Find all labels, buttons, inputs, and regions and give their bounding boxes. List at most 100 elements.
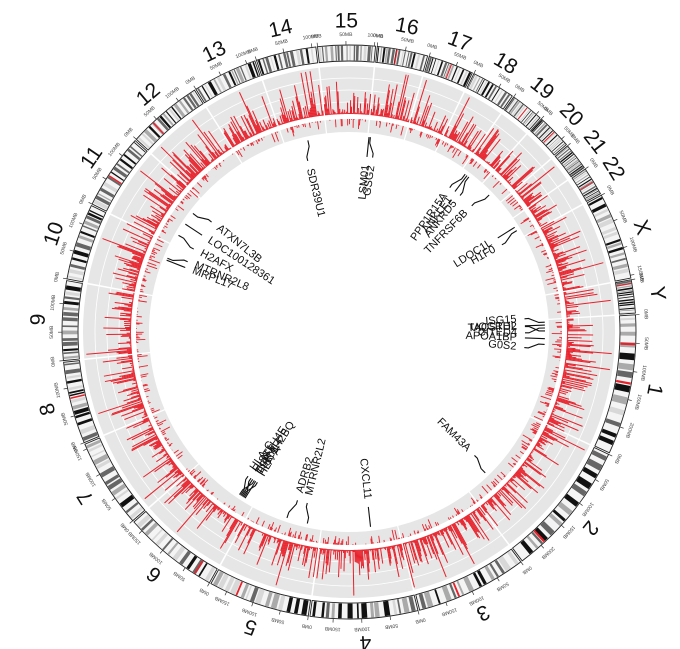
chr21-band-6 (564, 157, 577, 167)
chr5-tick-2 (251, 602, 254, 607)
chr11-tick-1 (102, 176, 107, 180)
chr2-inner-bar-13 (532, 431, 537, 435)
chr16-bar-28 (396, 115, 399, 120)
chr10-bar-7 (131, 283, 137, 286)
chr14-bar-10 (286, 117, 289, 123)
chr8-bar-13 (111, 403, 144, 416)
chrx-band-3 (596, 214, 612, 224)
chr9-bar-61 (116, 291, 135, 296)
chr18-bar-18 (459, 141, 462, 145)
chr5-grid-1 (232, 543, 315, 572)
chrx-bar-42 (556, 263, 563, 266)
chr11-bar-27 (159, 206, 168, 213)
chr4-inner-bar-22 (378, 535, 381, 543)
chr2-bar-92 (493, 494, 512, 516)
chr9-bar-2 (116, 350, 132, 354)
chr2-bar-85 (498, 490, 513, 506)
chr19-band-9 (521, 110, 532, 123)
chr10-inner-bar-26 (145, 268, 148, 270)
chr2-inner-bar-103 (479, 494, 483, 499)
chr18-band-8 (487, 85, 497, 100)
chr6-bar-4 (238, 520, 240, 522)
chrx-bar-56 (560, 276, 568, 279)
chr12-band-8 (165, 111, 177, 124)
chr5-inner-track-bg (246, 507, 321, 543)
chr1-bar-105 (549, 416, 555, 420)
chr4-band-0 (408, 596, 416, 612)
chr11-band-6 (110, 171, 124, 181)
chr7-bar-33 (159, 449, 166, 455)
chrx-bar-6 (543, 230, 549, 235)
chr16-band-10 (405, 51, 410, 67)
chr10-bar-27 (118, 258, 142, 267)
chr15-bar-43 (366, 103, 369, 115)
chr21-tick-label-0: 0MB (569, 134, 581, 146)
chr18-tick-0 (473, 69, 476, 74)
chr6-bar-13 (221, 515, 233, 532)
chr4-bar-84 (320, 548, 323, 554)
chr5-bar-16 (301, 544, 304, 550)
chr3-bar-86 (405, 542, 407, 545)
chr2-bar-70 (508, 480, 510, 482)
chr1-tick-label-0: 0MB (642, 309, 649, 320)
chr12-bar-55 (224, 146, 228, 152)
chr11-bar-41 (164, 193, 176, 202)
gene-connector-h1f0 (501, 230, 518, 246)
chr14-tick-2 (311, 43, 313, 48)
chr6-inner-bar-69 (194, 477, 197, 480)
chr12-bar-44 (214, 151, 220, 158)
chr19-inner-bar-2 (469, 158, 474, 165)
chr7-bar-27 (167, 454, 169, 456)
chr2-inner-bar-90 (486, 484, 492, 491)
chr10-bar-34 (132, 255, 144, 261)
chr11-bar-53 (179, 189, 183, 193)
chr21-bar-20 (526, 194, 543, 207)
chr3-bar-46 (441, 529, 445, 535)
chr8-inner-bar-3 (151, 409, 155, 412)
chr19-bar-5 (477, 129, 499, 157)
chr5-inner-bar-26 (294, 531, 297, 539)
chry-label: Y (645, 285, 670, 302)
chr12-bar-9 (160, 146, 195, 180)
chr1-bar-31 (566, 348, 581, 351)
chr10-ideogram (66, 204, 107, 283)
chr2-highlight-band-0 (533, 529, 546, 543)
chr3-bar-37 (448, 525, 453, 532)
chr16-band-8 (400, 50, 404, 66)
chr2-bar-15 (539, 437, 548, 443)
chr11-bar-40 (173, 200, 175, 203)
chr8-band-1 (79, 424, 96, 435)
chr15-bar-0 (323, 104, 327, 116)
chr8-bar-16 (121, 400, 143, 409)
chr2-bar-60 (514, 473, 539, 494)
gene-connector-fam43a (474, 455, 486, 474)
chr11-bar-21 (161, 214, 165, 218)
chr7-bar-20 (166, 459, 173, 465)
chr3-bar-23 (460, 518, 468, 530)
chr3-bar-54 (434, 532, 449, 563)
chr10-band-4 (73, 249, 89, 258)
chr3-bar-52 (435, 531, 439, 535)
chr6-bar-21 (224, 511, 227, 514)
chr5-bar-78 (243, 524, 248, 531)
chr14-band-10 (299, 49, 305, 65)
chr4-bar-36 (366, 549, 370, 572)
chr15-bar-33 (356, 96, 359, 115)
chr17-inner-bar-32 (435, 137, 438, 141)
chr3-band-12 (423, 591, 434, 608)
chr7-bar-25 (166, 455, 171, 459)
chr3-band-13 (418, 593, 427, 609)
chr16-bar-16 (385, 104, 389, 118)
chr1-tick-label-4: 200MB (624, 422, 635, 440)
chr7-band-4 (111, 483, 127, 496)
chr12-tick-label-0: 0MB (123, 126, 135, 138)
chr16-band-9 (402, 51, 406, 66)
chr6-bar-59 (193, 488, 199, 494)
chr20-band-12 (550, 139, 562, 151)
chr4-bar-9 (392, 545, 400, 578)
chr7-inner-bar-59 (157, 422, 164, 427)
chr12-highlight-band-0 (152, 122, 164, 135)
chr8-bar-10 (131, 406, 145, 412)
chr17-label: 17 (445, 26, 475, 56)
chr20-bar-8 (500, 158, 518, 176)
